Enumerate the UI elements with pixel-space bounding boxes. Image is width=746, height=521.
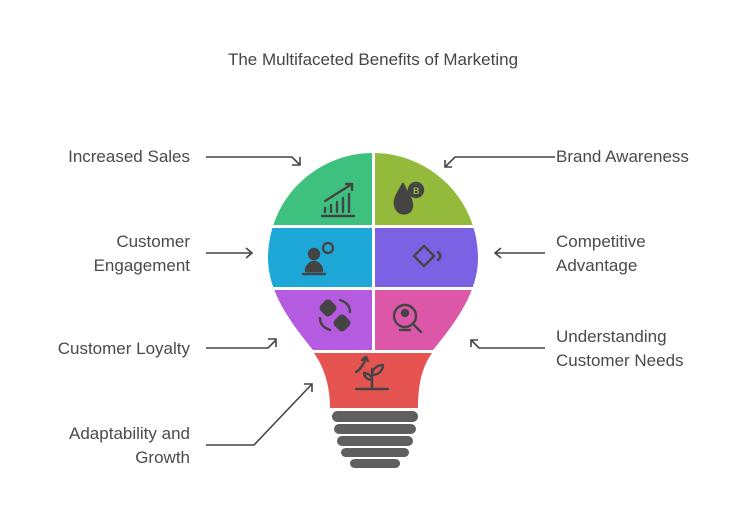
customer-search-icon: [392, 303, 423, 334]
label-customer-loyalty: Customer Loyalty: [57, 339, 190, 358]
segment-competitive-advantage: [375, 228, 478, 287]
label-brand-awareness: Brand Awareness: [556, 147, 689, 166]
growth-chart-icon: [320, 182, 356, 218]
diagram-title: The Multifaceted Benefits of Marketing: [227, 50, 519, 69]
label-competitive-advantage: Competitive Advantage: [556, 232, 646, 275]
label-increased-sales: Increased Sales: [68, 147, 190, 166]
svg-text:B: B: [413, 186, 420, 196]
segment-increased-sales: [268, 153, 372, 225]
label-understanding-needs: Understanding Customer Needs: [556, 327, 684, 370]
diamond-rotate-icon: [412, 244, 442, 268]
brand-drop-icon: B: [393, 181, 425, 215]
segment-understanding-needs: [375, 290, 478, 350]
handshake-icon: [318, 298, 352, 332]
sprout-icon: [354, 355, 390, 391]
customer-refresh-icon: [301, 241, 335, 276]
segment-customer-engagement: [268, 228, 372, 287]
connector-arrows: [206, 156, 555, 446]
bulb-base: [332, 411, 418, 468]
label-customer-engagement: Customer Engagement: [93, 232, 190, 275]
segment-brand-awareness: [375, 153, 478, 225]
label-adaptability: Adaptability and Growth: [69, 424, 190, 467]
